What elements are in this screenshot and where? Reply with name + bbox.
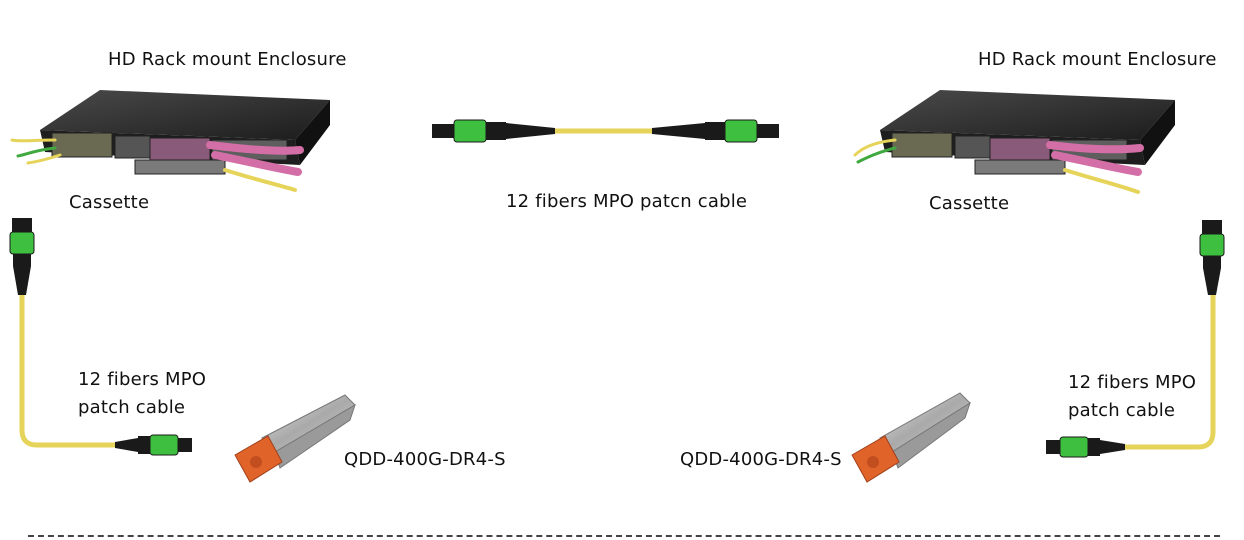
bottom-dashed-divider [28,535,1220,537]
right-qdd-transceiver [851,392,971,483]
right-patch-cable-label-line1: 12 fibers MPO [1068,372,1197,393]
right-transceiver-label: QDD-400G-DR4-S [680,449,842,470]
right-enclosure-fibers [853,138,1144,194]
right-rack-enclosure [880,90,1175,175]
left-patch-cable-label-line1: 12 fibers MPO [78,369,207,390]
left-enclosure-fibers [10,138,304,192]
center-trunk-cable-label: 12 fibers MPO patcn cable [506,191,748,212]
left-transceiver-label: QDD-400G-DR4-S [344,449,506,470]
left-mpo-patch-cable [9,218,192,456]
right-patch-cable-label-line2: patch cable [1068,400,1176,421]
left-qdd-transceiver [234,394,356,483]
left-patch-cable-label-line2: patch cable [78,397,186,418]
right-patch-cable-label: 12 fibers MPO patch cable [1068,369,1196,425]
left-cassette-label: Cassette [69,192,150,213]
right-mpo-patch-cable [1046,220,1225,458]
right-enclosure-label: HD Rack mount Enclosure [978,49,1217,70]
left-enclosure-label: HD Rack mount Enclosure [108,49,347,70]
right-cassette-label: Cassette [929,193,1010,214]
center-mpo-trunk-cable [432,119,779,143]
left-rack-enclosure [40,90,330,175]
left-patch-cable-label: 12 fibers MPO patch cable [78,366,206,422]
